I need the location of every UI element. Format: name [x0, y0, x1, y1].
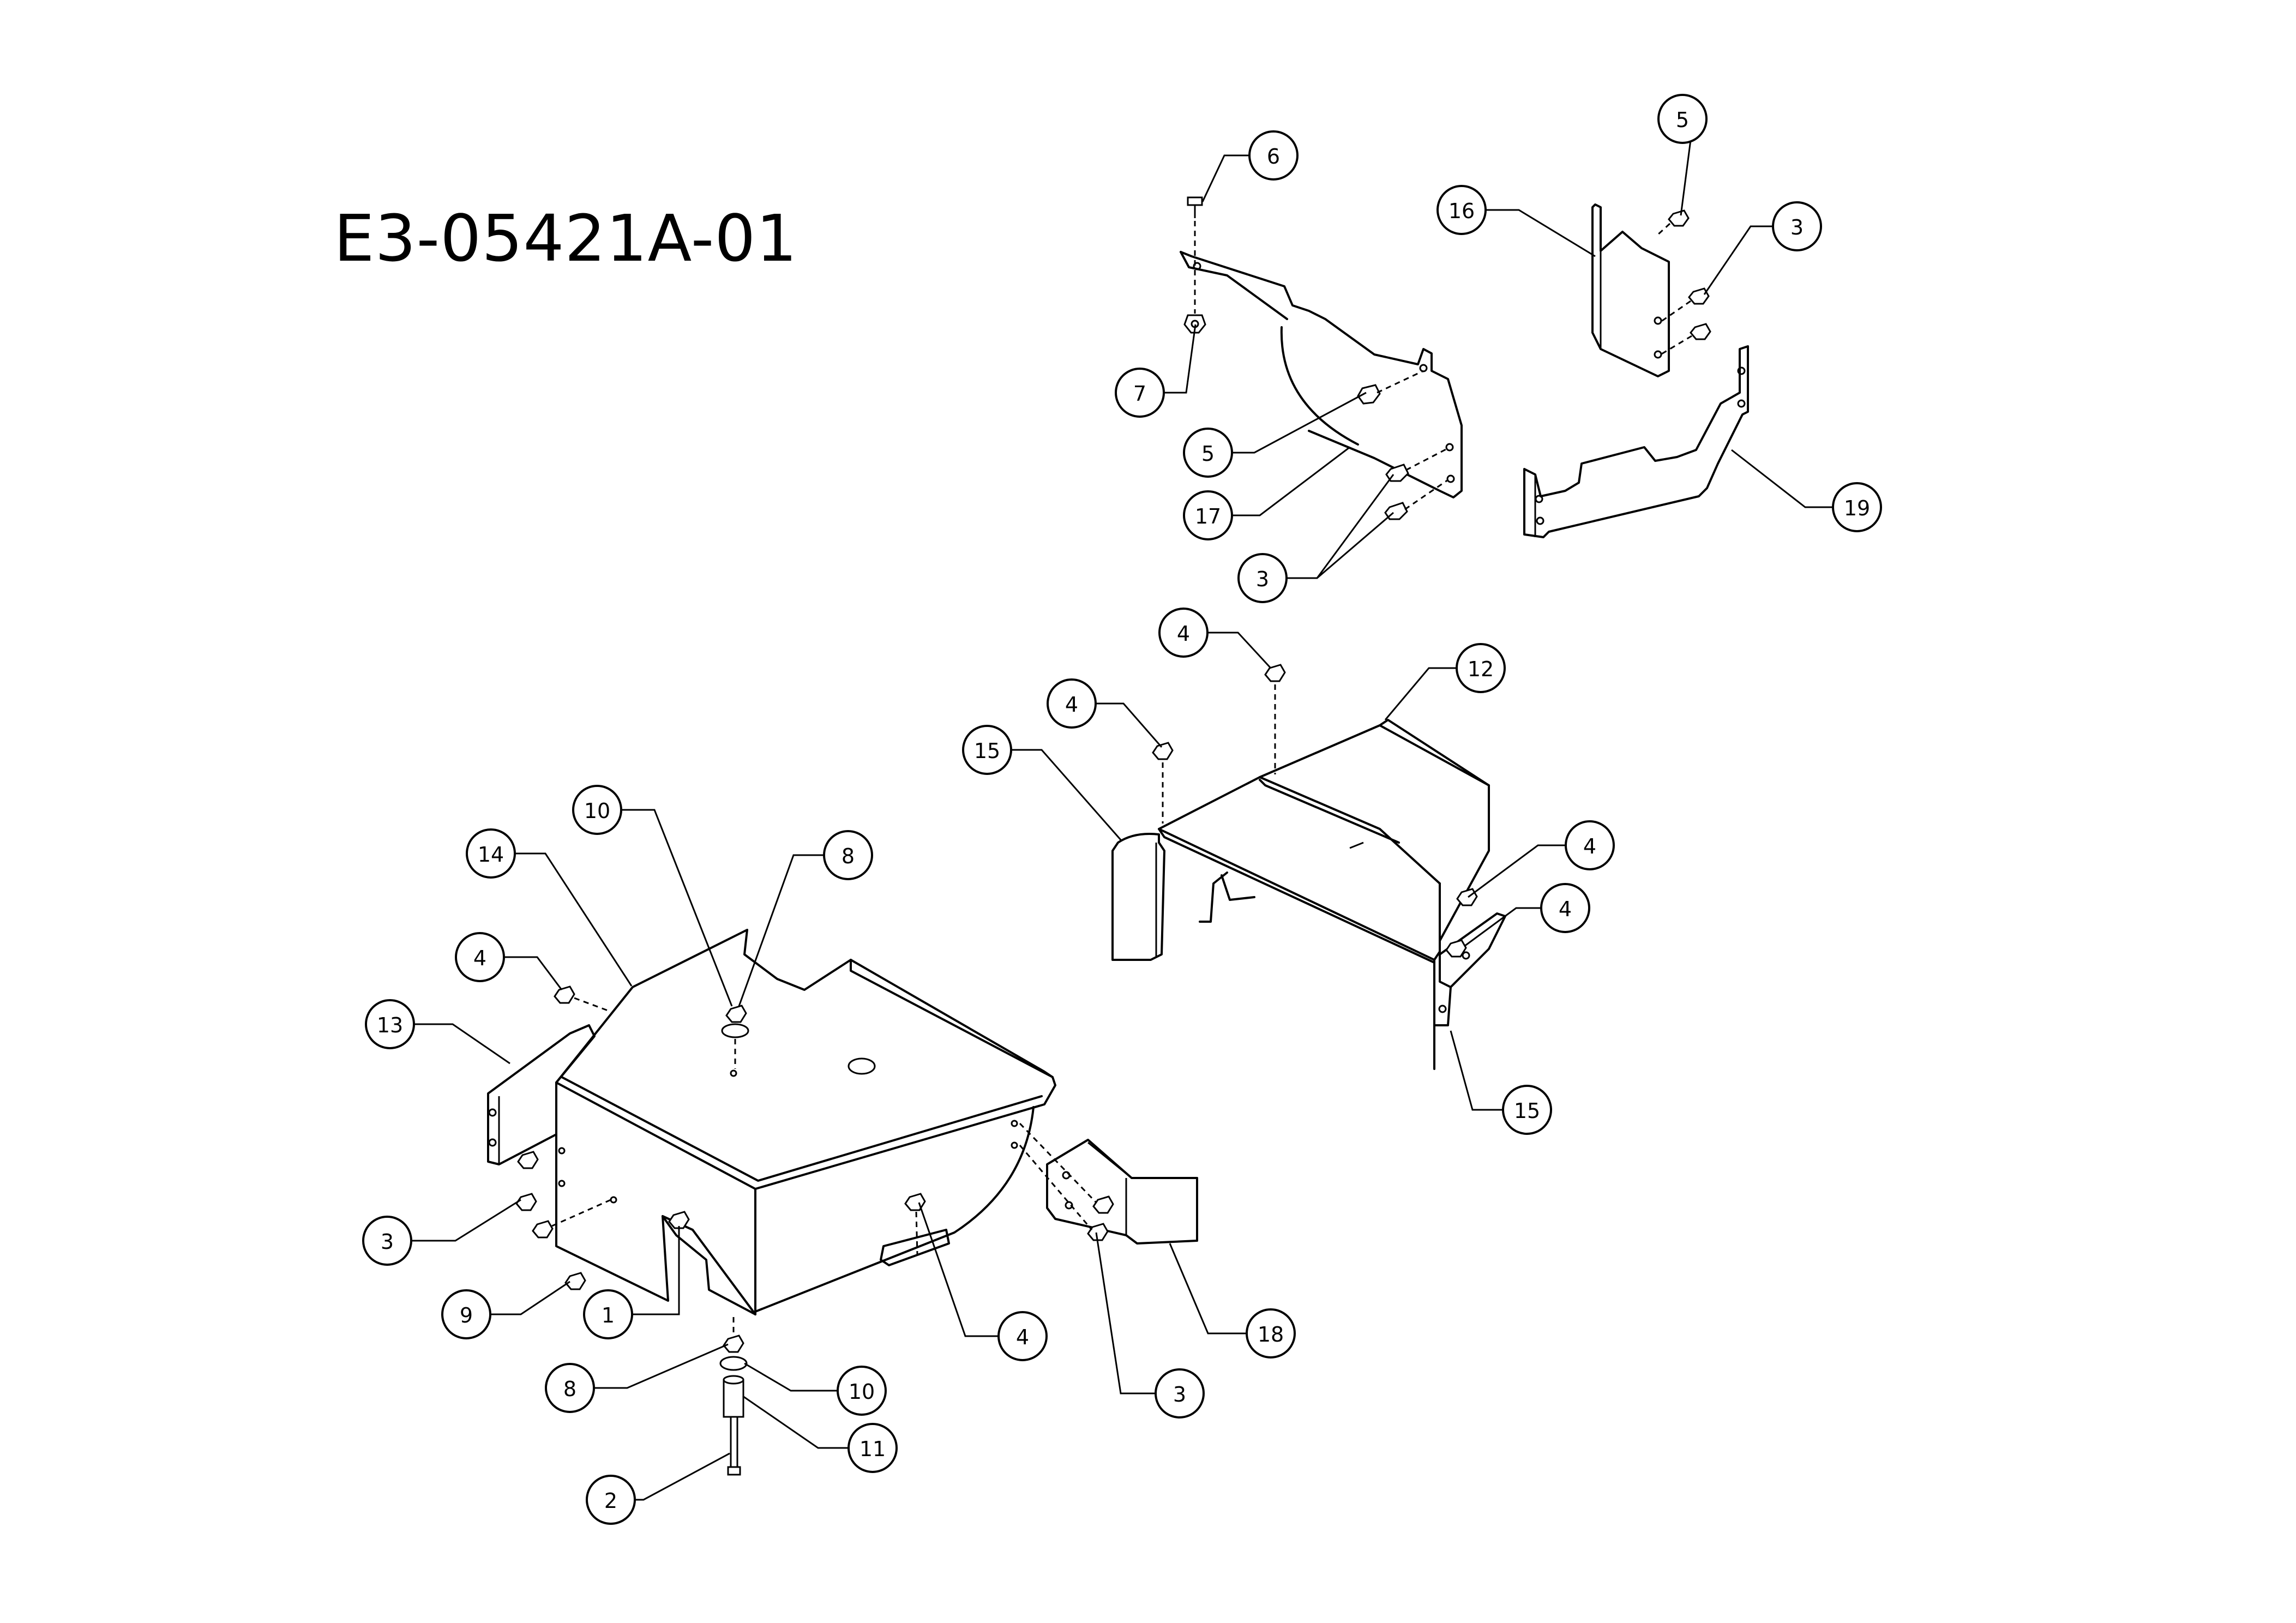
svg-text:8: 8	[563, 1377, 576, 1401]
callout-4: 4	[455, 932, 505, 982]
svg-text:11: 11	[860, 1437, 886, 1461]
svg-text:7: 7	[1133, 382, 1146, 406]
svg-text:3: 3	[381, 1230, 394, 1254]
callout-12: 12	[1456, 643, 1506, 693]
svg-text:4: 4	[1177, 622, 1190, 646]
screws-part-3-top-right	[1688, 287, 1711, 340]
svg-text:18: 18	[1258, 1323, 1284, 1347]
svg-text:2: 2	[604, 1489, 617, 1513]
callout-2: 2	[586, 1475, 636, 1525]
callout-4: 4	[997, 1311, 1048, 1361]
callout-5: 5	[1183, 428, 1233, 478]
spindle-stack-parts-8-10-11-2	[719, 1317, 748, 1476]
callout-8: 8	[823, 830, 873, 880]
callout-11: 11	[848, 1423, 898, 1473]
callout-13: 13	[365, 999, 415, 1049]
svg-text:1: 1	[602, 1303, 615, 1327]
side-plate-part-15-right	[1433, 912, 1506, 1070]
callout-19: 19	[1832, 482, 1882, 532]
callout-15: 15	[1502, 1085, 1552, 1135]
svg-text:10: 10	[849, 1380, 875, 1404]
callout-15: 15	[962, 725, 1012, 775]
nut-part-5-top-right	[1668, 209, 1690, 227]
plate-part-18	[1046, 1139, 1198, 1245]
callout-17: 17	[1183, 490, 1233, 540]
callout-7: 7	[1115, 368, 1165, 418]
callout-3: 3	[362, 1216, 412, 1266]
callout-6: 6	[1248, 130, 1299, 181]
svg-text:5: 5	[1676, 108, 1689, 132]
bracket-part-19	[1523, 345, 1749, 538]
drawing-number: E3-05421A-01	[334, 201, 798, 276]
callout-3: 3	[1772, 201, 1822, 251]
screws-part-4-middle	[1152, 664, 1478, 958]
svg-text:4: 4	[1583, 834, 1596, 858]
svg-text:3: 3	[1790, 215, 1804, 239]
svg-text:4: 4	[1065, 693, 1078, 717]
callout-10: 10	[572, 785, 622, 835]
callout-14: 14	[466, 828, 516, 879]
svg-text:19: 19	[1844, 496, 1870, 520]
hardware-lower-left	[515, 985, 690, 1290]
svg-text:3: 3	[1173, 1382, 1186, 1406]
svg-text:3: 3	[1256, 567, 1269, 591]
side-plate-part-15-left	[1111, 833, 1165, 961]
svg-text:15: 15	[1514, 1099, 1540, 1123]
svg-text:4: 4	[1559, 897, 1572, 921]
housing-part-14	[555, 929, 1056, 1315]
svg-text:10: 10	[584, 799, 610, 823]
bolt-part-6	[1187, 196, 1203, 218]
svg-text:8: 8	[842, 844, 855, 868]
svg-text:9: 9	[460, 1303, 473, 1327]
callout-18: 18	[1246, 1308, 1296, 1358]
callout-1: 1	[583, 1289, 633, 1339]
bracket-part-16	[1591, 203, 1670, 377]
svg-text:16: 16	[1448, 199, 1475, 223]
callout-4: 4	[1540, 883, 1590, 933]
leader-lines	[412, 118, 1832, 1501]
callout-4: 4	[1047, 678, 1097, 729]
callout-8: 8	[545, 1363, 595, 1413]
callout-3: 3	[1237, 553, 1288, 603]
callout-3: 3	[1155, 1368, 1205, 1418]
callout-4: 4	[1158, 608, 1209, 658]
callout-4: 4	[1565, 820, 1615, 870]
svg-text:4: 4	[1016, 1325, 1029, 1349]
chute-part-12	[1158, 719, 1490, 964]
callout-16: 16	[1436, 185, 1487, 235]
svg-text:6: 6	[1267, 145, 1280, 169]
svg-text:17: 17	[1195, 504, 1221, 528]
svg-text:5: 5	[1201, 442, 1215, 466]
bracket-part-17	[1180, 251, 1463, 498]
svg-text:14: 14	[478, 843, 504, 867]
callout-5: 5	[1657, 94, 1708, 144]
svg-text:13: 13	[377, 1013, 403, 1037]
svg-text:12: 12	[1468, 657, 1494, 681]
svg-text:15: 15	[974, 739, 1000, 763]
callout-10: 10	[837, 1366, 887, 1416]
screws-part-3-top-center	[1384, 464, 1409, 520]
nut-part-5-top-center	[1357, 384, 1381, 405]
plate-part-13	[487, 1024, 596, 1165]
svg-text:4: 4	[473, 946, 486, 970]
callout-9: 9	[441, 1289, 491, 1339]
